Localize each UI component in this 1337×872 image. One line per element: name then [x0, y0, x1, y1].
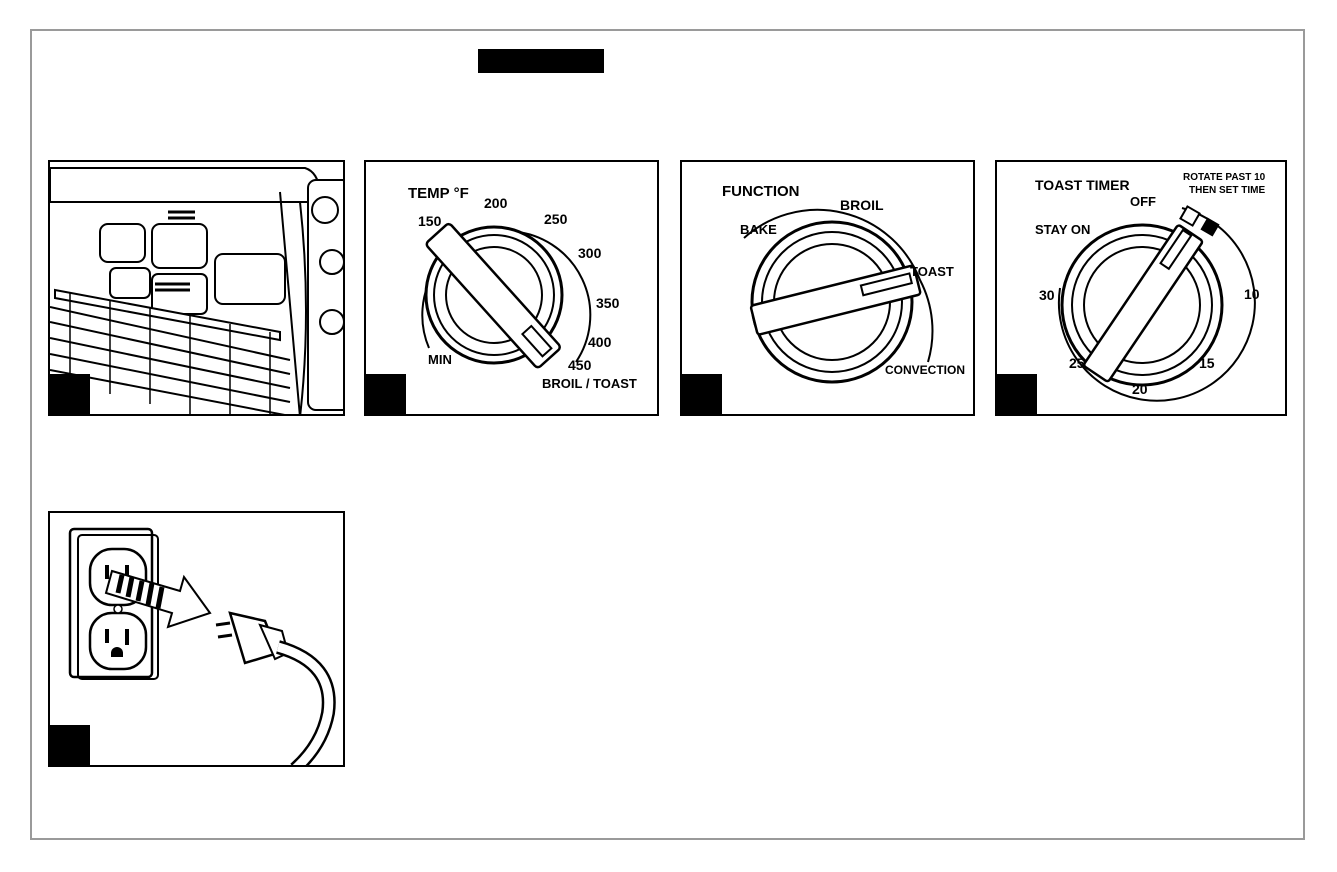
temp-label: BROIL / TOAST [542, 376, 637, 391]
temp-label: 250 [544, 211, 568, 227]
step-badge [997, 374, 1037, 414]
oven-rack-illustration [50, 162, 345, 416]
function-label: CONVECTION [885, 363, 965, 377]
temp-label: 200 [484, 195, 508, 211]
function-label: TOAST [910, 264, 954, 279]
panel-temp-dial: TEMP °F 150 200 250 300 350 400 450 MIN … [364, 160, 659, 416]
step-badge [50, 725, 90, 765]
timer-note-line2: THEN SET TIME [1189, 185, 1265, 196]
panel-oven-rack [48, 160, 345, 416]
timer-dial-illustration: TOAST TIMER ROTATE PAST 10 THEN SET TIME… [997, 162, 1287, 416]
rotate-indicator-icon [1200, 217, 1219, 236]
temp-label: MIN [428, 352, 452, 367]
panel-unplug [48, 511, 345, 767]
temp-label: 450 [568, 357, 592, 373]
function-dial-illustration: FUNCTION BAKE BROIL TOAST CONVECTION [682, 162, 975, 416]
function-label: BAKE [740, 222, 777, 237]
function-dial-title: FUNCTION [722, 183, 800, 200]
temp-label: 150 [418, 213, 442, 229]
step-badge [50, 374, 90, 414]
temp-dial-title: TEMP °F [408, 185, 469, 202]
timer-label: 30 [1039, 287, 1055, 303]
timer-label: 25 [1069, 355, 1085, 371]
step-badge [682, 374, 722, 414]
timer-label: STAY ON [1035, 222, 1090, 237]
function-label: BROIL [840, 197, 884, 213]
unplug-illustration [50, 513, 345, 767]
timer-label: 20 [1132, 381, 1148, 397]
timer-note-line1: ROTATE PAST 10 [1183, 172, 1266, 183]
temp-label: 400 [588, 334, 612, 350]
timer-label: OFF [1130, 194, 1156, 209]
timer-label: 10 [1244, 286, 1260, 302]
timer-dial-title: TOAST TIMER [1035, 177, 1130, 193]
temp-label: 300 [578, 245, 602, 261]
temp-dial-illustration: TEMP °F 150 200 250 300 350 400 450 MIN … [366, 162, 659, 416]
panel-timer-dial: TOAST TIMER ROTATE PAST 10 THEN SET TIME… [995, 160, 1287, 416]
step-badge [366, 374, 406, 414]
temp-label: 350 [596, 295, 620, 311]
panel-function-dial: FUNCTION BAKE BROIL TOAST CONVECTION [680, 160, 975, 416]
title-bar [478, 49, 604, 73]
timer-label: 15 [1199, 355, 1215, 371]
